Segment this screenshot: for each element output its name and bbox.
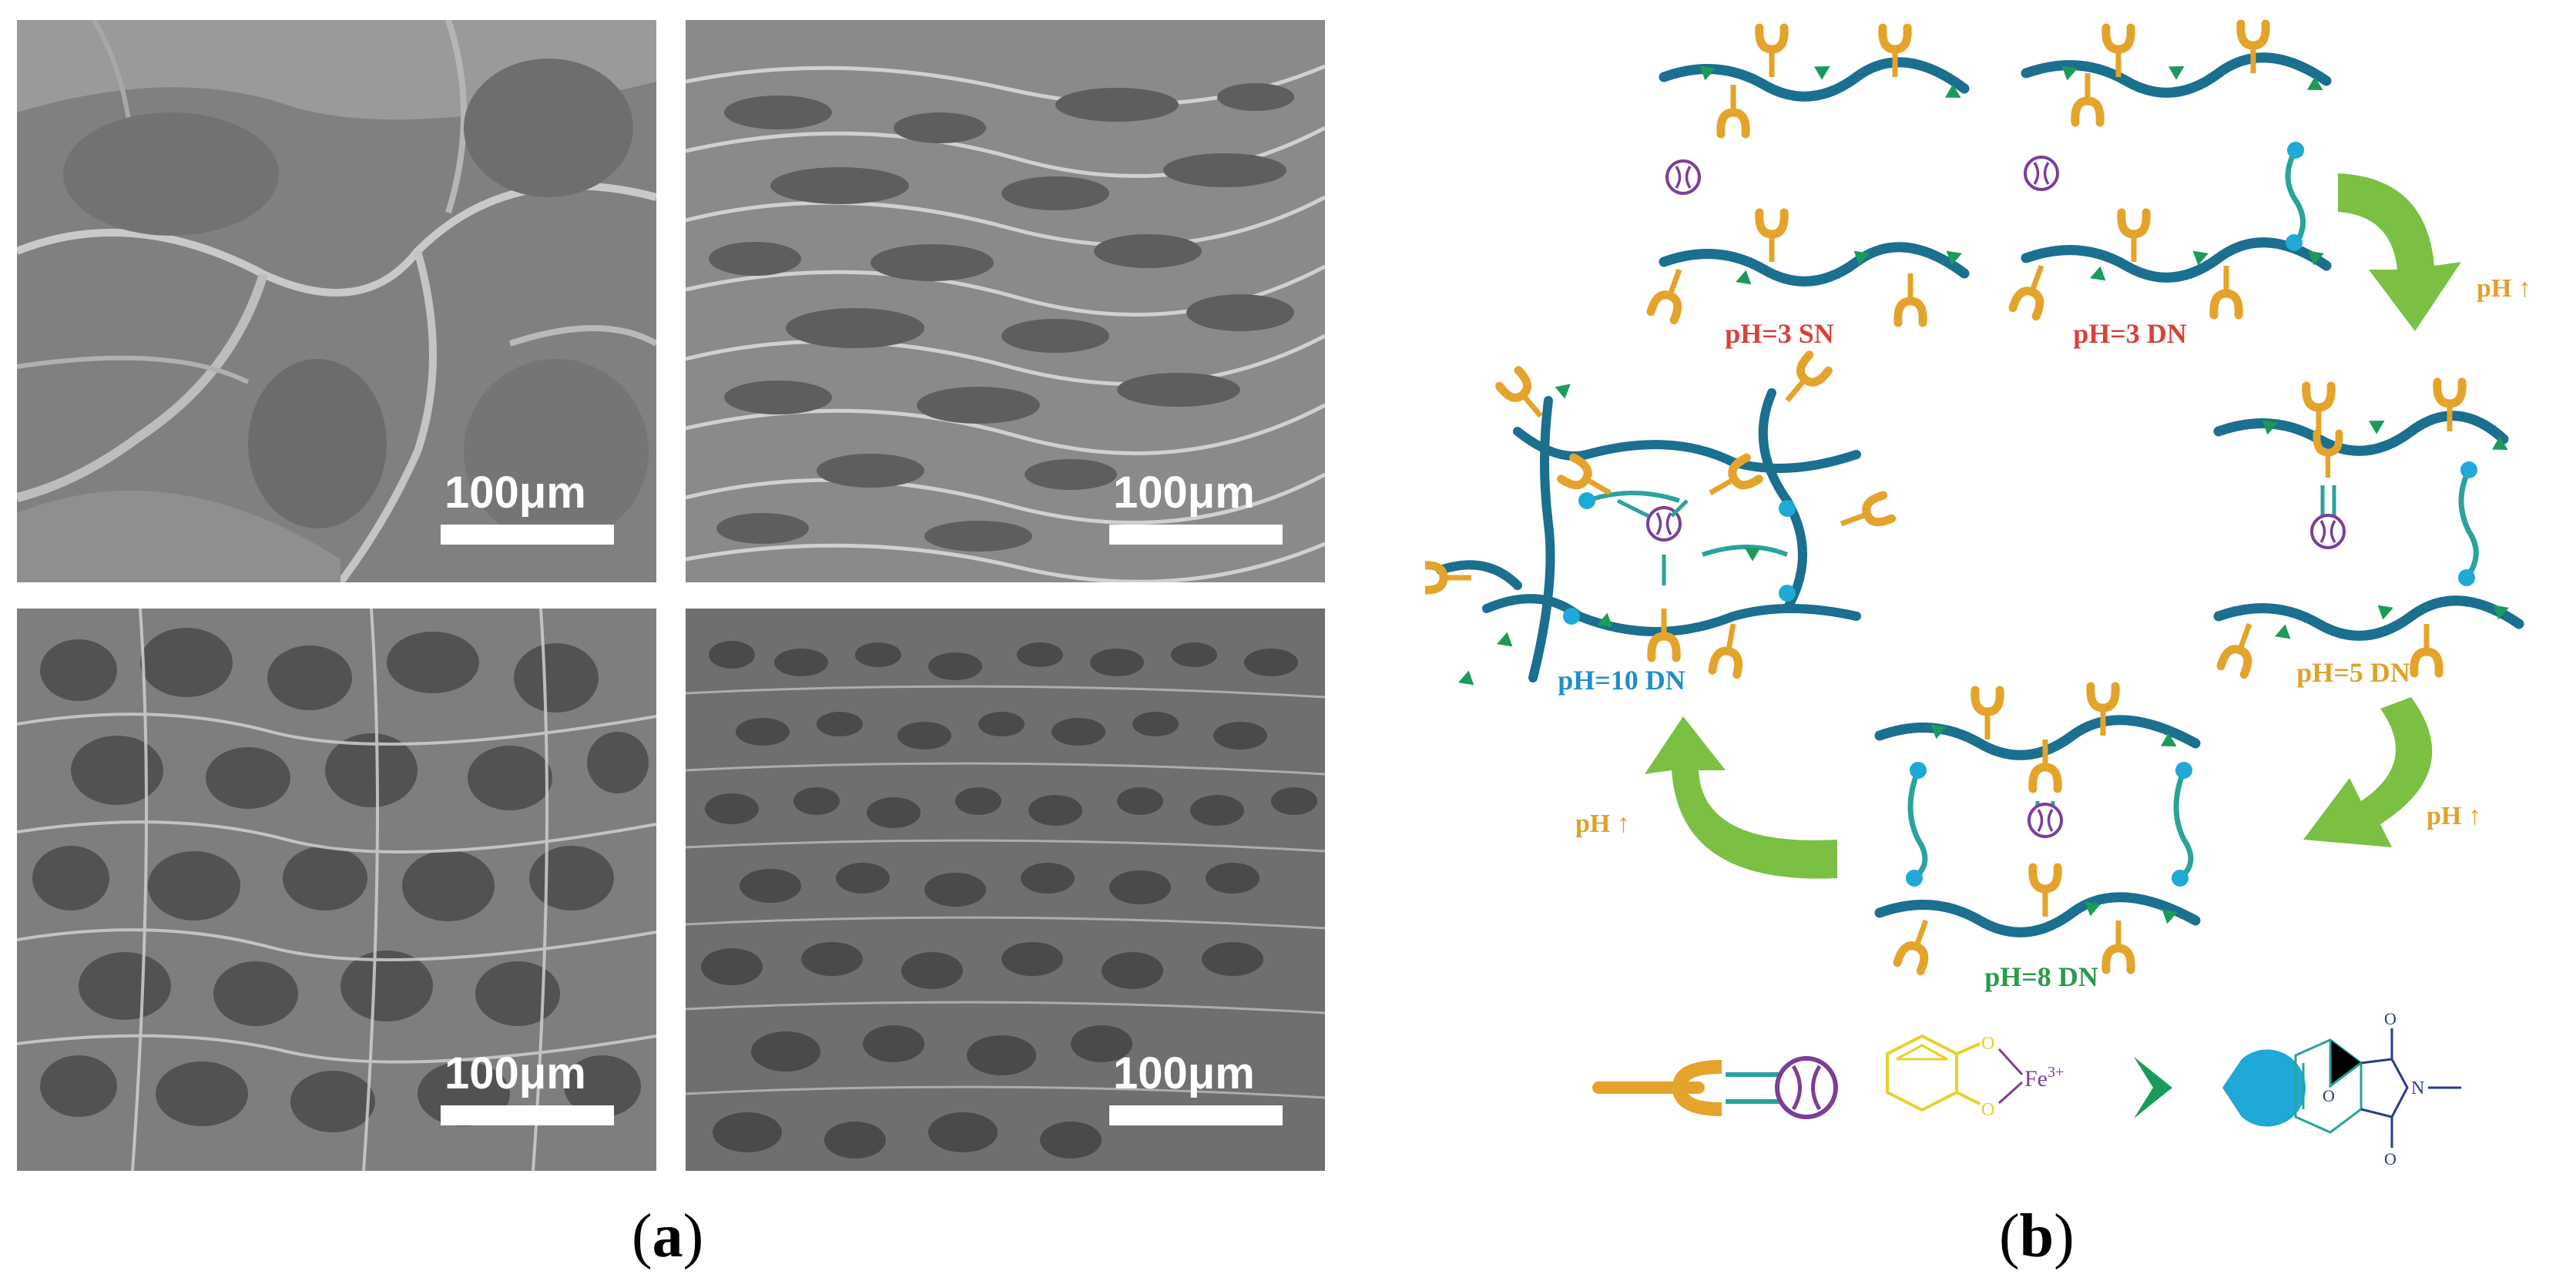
scale-label-4: 100μm — [1113, 1048, 1255, 1098]
scale-bar-2 — [1109, 525, 1283, 545]
legend-bridge-o: O — [2323, 1086, 2335, 1105]
sem-image-1-texture — [17, 20, 656, 582]
label-ph3-dn: pH=3 DN — [2073, 318, 2187, 349]
legend-dielsalder-structure: O O O N — [2294, 1009, 2461, 1169]
legend-imide-n: N — [2411, 1078, 2424, 1098]
caption-a: (a) — [632, 1202, 704, 1270]
arrow-3dn-to-5dn: pH ↑ — [2338, 173, 2531, 331]
legend-catechol-fe-structure: O O Fe3+ — [1886, 1034, 2064, 1120]
arrow-label-2: pH ↑ — [2427, 802, 2481, 830]
state-ph5-dn: pH=5 DN — [2213, 382, 2524, 688]
panel-a: 100μm — [17, 20, 1325, 1270]
scale-bar-3 — [441, 1105, 614, 1125]
legend-atom-o-bottom: O — [1981, 1100, 1994, 1120]
network-schematic: pH=3 SN pH=3 DN — [1425, 0, 2531, 1169]
arrow-label-3: pH ↑ — [1575, 810, 1630, 838]
panel-b: pH=3 SN pH=3 DN — [1425, 0, 2576, 1270]
legend-atom-o-top: O — [1981, 1034, 1994, 1054]
sem-image-3-texture — [17, 609, 656, 1171]
arrow-8dn-to-10dn: pH ↑ — [1575, 716, 1837, 879]
sem-image-2-texture — [686, 20, 1325, 582]
caption-b: (b) — [1999, 1202, 2075, 1270]
caption-b-letter: b — [2019, 1202, 2054, 1270]
scale-bar-4 — [1109, 1105, 1283, 1125]
label-ph3-sn: pH=3 SN — [1725, 318, 1834, 349]
sem-image-2: 100μm — [686, 20, 1325, 582]
sem-image-4: 100μm — [686, 609, 1325, 1171]
legend-furan-maleimide-adduct — [2134, 1049, 2306, 1127]
scale-bar-1 — [441, 525, 614, 545]
state-ph3-sn: pH=3 SN — [1651, 28, 1970, 349]
legend-fe-charge: 3+ — [2048, 1064, 2064, 1081]
legend-carbonyl-o-bottom: O — [2384, 1149, 2397, 1169]
sem-image-3: 100μm — [17, 609, 656, 1171]
legend-carbonyl-o-top: O — [2384, 1009, 2397, 1028]
label-ph8-dn: pH=8 DN — [1984, 961, 2098, 992]
legend-catechol-fe-complex — [1592, 1056, 1838, 1119]
scale-label-1: 100μm — [444, 468, 586, 518]
caption-a-letter: a — [652, 1202, 683, 1270]
state-ph8-dn: pH=8 DN — [1874, 686, 2201, 992]
legend-fe-symbol: Fe3+ — [2024, 1064, 2064, 1092]
sem-image-4-texture — [686, 609, 1325, 1171]
label-ph5-dn: pH=5 DN — [2296, 657, 2410, 688]
state-ph10-dn: pH=10 DN — [1425, 355, 1892, 696]
arrow-label-1: pH ↑ — [2477, 274, 2531, 303]
label-ph10-dn: pH=10 DN — [1558, 665, 1685, 696]
arrow-5dn-to-8dn: pH ↑ — [2303, 697, 2481, 847]
legend: O O Fe3+ O O O N — [1592, 1009, 2461, 1169]
sem-image-1: 100μm — [17, 20, 656, 582]
state-ph3-dn: pH=3 DN — [2013, 24, 2332, 349]
scale-label-3: 100μm — [444, 1048, 586, 1098]
scale-label-2: 100μm — [1113, 468, 1255, 518]
legend-fe-element: Fe — [2024, 1066, 2048, 1092]
